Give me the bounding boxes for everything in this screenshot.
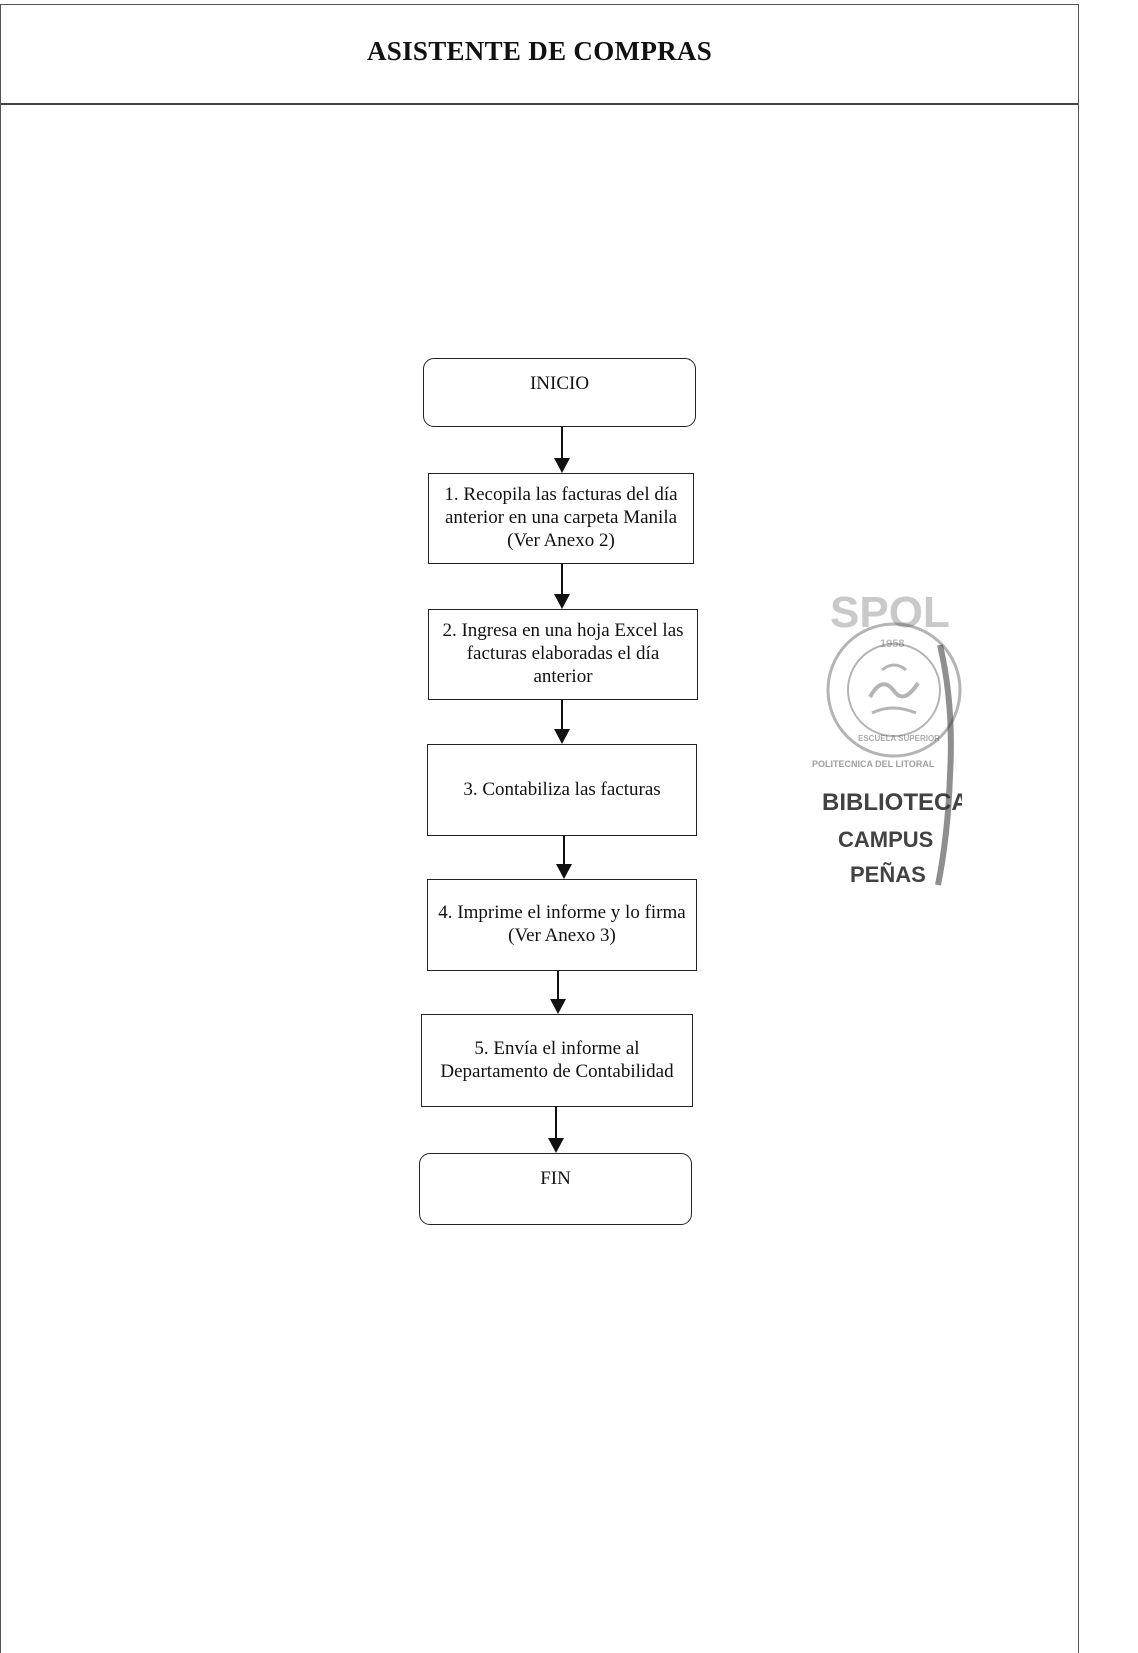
step-1-box: 1. Recopila las facturas del día anterio…: [428, 473, 694, 564]
step-2-label: 2. Ingresa en una hoja Excel las factura…: [442, 620, 684, 687]
step-4-box: 4. Imprime el informe y lo firma (Ver An…: [427, 879, 697, 971]
connector-step4-to-step5: [557, 971, 559, 1001]
arrowhead-step5: [550, 999, 566, 1014]
connector-start-to-step1: [561, 427, 563, 460]
start-label: INICIO: [529, 373, 590, 394]
svg-text:PEÑAS: PEÑAS: [850, 862, 926, 887]
page-frame: ASISTENTE DE COMPRAS: [0, 4, 1079, 1653]
page-title: ASISTENTE DE COMPRAS: [366, 35, 713, 66]
connector-step5-to-end: [555, 1107, 557, 1140]
step-4-label: 4. Imprime el informe y lo firma (Ver An…: [438, 902, 686, 946]
header: ASISTENTE DE COMPRAS: [1, 5, 1078, 105]
svg-text:1958: 1958: [880, 638, 904, 650]
svg-text:BIBLIOTECA: BIBLIOTECA: [822, 789, 962, 816]
step-3-label: 3. Contabiliza las facturas: [463, 778, 661, 800]
arrowhead-step2: [554, 594, 570, 609]
end-node: FIN: [419, 1153, 692, 1225]
library-stamp: SPOL 1958 ESCUELA SUPERIOR POLITECNICA D…: [812, 588, 962, 887]
svg-text:POLITECNICA DEL LITORAL: POLITECNICA DEL LITORAL: [812, 759, 935, 769]
svg-text:CAMPUS: CAMPUS: [838, 827, 933, 852]
svg-text:ESCUELA SUPERIOR: ESCUELA SUPERIOR: [858, 734, 940, 743]
step-5-box: 5. Envía el informe al Departamento de C…: [421, 1014, 693, 1107]
step-1-label: 1. Recopila las facturas del día anterio…: [444, 484, 678, 551]
arrowhead-step3: [554, 729, 570, 744]
connector-step1-to-step2: [561, 564, 563, 596]
arrowhead-step1: [554, 458, 570, 473]
arrowhead-step4: [556, 864, 572, 879]
step-3-box: 3. Contabiliza las facturas: [427, 744, 697, 836]
svg-text:SPOL: SPOL: [830, 588, 950, 637]
step-5-label: 5. Envía el informe al Departamento de C…: [440, 1037, 674, 1082]
connector-step2-to-step3: [561, 700, 563, 731]
connector-step3-to-step4: [563, 836, 565, 866]
step-2-box: 2. Ingresa en una hoja Excel las factura…: [428, 609, 698, 700]
arrowhead-end: [548, 1138, 564, 1153]
start-node: INICIO: [423, 358, 696, 427]
end-label: FIN: [540, 1168, 571, 1189]
